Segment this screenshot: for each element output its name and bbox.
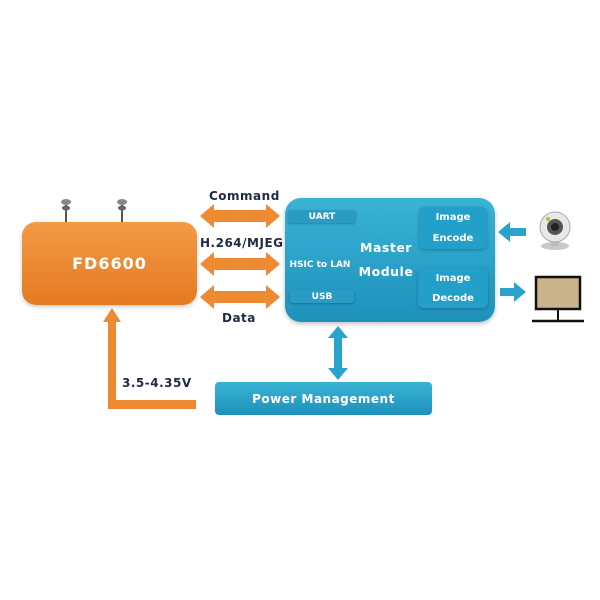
voltage-label: 3.5-4.35V	[122, 376, 192, 390]
master-title-line2: Module	[358, 264, 414, 279]
video-double-arrow	[200, 252, 280, 276]
power-supply-arrow	[103, 308, 196, 409]
encode-line2: Encode	[432, 233, 474, 244]
decode-line1: Image	[435, 272, 471, 284]
data-label: Data	[222, 311, 256, 325]
uart-interface: UART	[288, 210, 356, 223]
hsic-lan-interface: HSIC to LAN	[289, 260, 351, 270]
camera-input-arrow	[498, 222, 526, 242]
display-output-arrow	[500, 282, 526, 302]
fd6600-label: FD6600	[72, 254, 147, 273]
data-double-arrow	[200, 285, 280, 309]
command-label: Command	[209, 189, 280, 203]
webcam-icon	[539, 211, 571, 250]
antenna-icon	[117, 199, 127, 222]
usb-interface: USB	[290, 290, 354, 303]
command-double-arrow	[200, 204, 280, 228]
image-encode-block: Image Encode	[419, 207, 487, 249]
image-decode-block: Image Decode	[418, 268, 488, 308]
video-label: H.264/MJEG	[200, 236, 284, 250]
monitor-icon	[532, 275, 584, 323]
power-management-block: Power Management	[215, 382, 432, 415]
power-master-double-arrow	[328, 326, 348, 380]
antenna-icon	[61, 199, 71, 222]
encode-line1: Image	[435, 212, 471, 223]
master-module-title: Master Module	[356, 236, 416, 284]
decode-line2: Decode	[432, 292, 474, 304]
master-title-line1: Master	[360, 240, 412, 255]
power-management-label: Power Management	[252, 391, 395, 406]
fd6600-module: FD6600	[22, 222, 197, 305]
